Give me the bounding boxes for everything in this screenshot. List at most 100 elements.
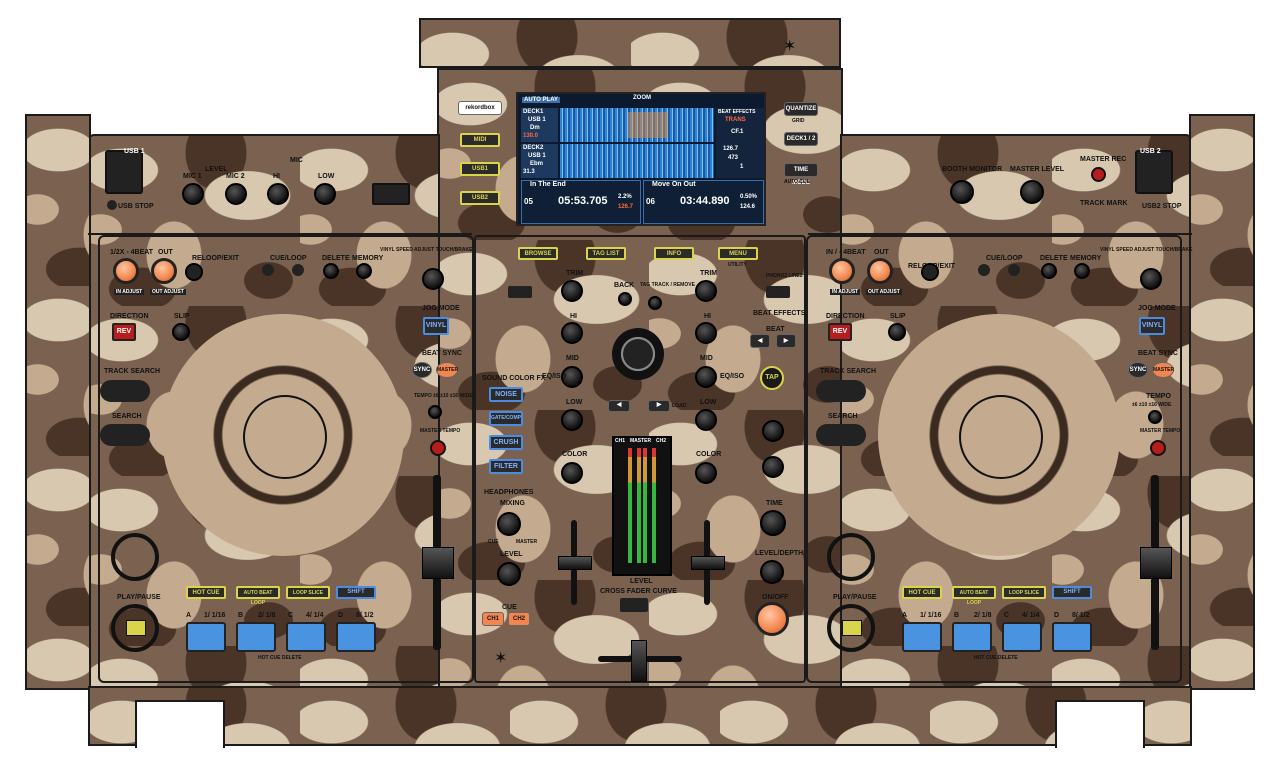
right-cue-button[interactable] [827, 533, 875, 581]
right-call-next-button[interactable] [1008, 264, 1020, 276]
left-vinyl-button[interactable]: VINYL [423, 317, 449, 335]
fx-on-off-button[interactable] [755, 602, 789, 636]
left-shift-button[interactable]: SHIFT [336, 586, 376, 599]
left-slip-button[interactable] [172, 323, 190, 341]
crossfader[interactable] [631, 640, 647, 682]
left-pad-d[interactable] [336, 622, 376, 652]
headphone-mixing-knob[interactable] [497, 512, 521, 536]
back-arrow-button[interactable]: ◀ [608, 400, 630, 412]
left-vinyl-speed-knob[interactable] [422, 268, 444, 290]
right-in-button[interactable] [829, 258, 855, 284]
right-pad-b[interactable] [952, 622, 992, 652]
left-call-prev-button[interactable] [262, 264, 274, 276]
left-tempo-range-button[interactable] [428, 405, 442, 419]
color-right-knob[interactable] [695, 462, 717, 484]
cross-fader-curve-switch[interactable] [620, 598, 648, 612]
left-sync-button[interactable]: SYNC [412, 362, 432, 378]
trim-right-knob[interactable] [695, 280, 717, 302]
crush-button[interactable]: CRUSH [489, 435, 523, 450]
right-out-button[interactable] [867, 258, 893, 284]
left-cue-button[interactable] [111, 533, 159, 581]
right-search-buttons[interactable] [816, 424, 866, 446]
right-master-tempo-button[interactable] [1150, 440, 1166, 456]
right-tempo-range-button[interactable] [1148, 410, 1162, 424]
left-master-button[interactable]: MASTER [436, 362, 458, 378]
left-loop-slice-button[interactable]: LOOP SLICE [286, 586, 330, 599]
headphone-level-knob[interactable] [497, 562, 521, 586]
filter-button[interactable]: FILTER [489, 459, 523, 474]
tag-track-button[interactable] [648, 296, 662, 310]
left-pad-b[interactable] [236, 622, 276, 652]
tag-list-button[interactable]: TAG LIST [586, 247, 626, 260]
left-out-button[interactable] [151, 258, 177, 284]
usb2-button[interactable]: USB2 [460, 191, 500, 205]
left-rev-button[interactable]: REV [112, 323, 136, 341]
cue-ch1-button[interactable]: CH1 [482, 612, 504, 626]
left-master-tempo-button[interactable] [430, 440, 446, 456]
right-tempo-fader[interactable] [1140, 547, 1172, 579]
right-delete-button[interactable] [1041, 263, 1057, 279]
fx-channel-knob[interactable] [762, 456, 784, 478]
master-level-knob[interactable] [1020, 180, 1044, 204]
trim-left-knob[interactable] [561, 280, 583, 302]
browse-button[interactable]: BROWSE [518, 247, 558, 260]
left-play-button[interactable] [111, 604, 159, 652]
tap-button[interactable]: TAP [760, 366, 784, 390]
right-sync-button[interactable]: SYNC [1128, 362, 1148, 378]
ch2-fader[interactable] [691, 556, 725, 570]
right-hot-cue-button[interactable]: HOT CUE [902, 586, 942, 599]
rekordbox-button[interactable]: rekordbox [458, 101, 502, 115]
right-call-prev-button[interactable] [978, 264, 990, 276]
left-pad-c[interactable] [286, 622, 326, 652]
mic2-knob[interactable] [225, 183, 247, 205]
beat-right-button[interactable]: ▶ [776, 334, 796, 348]
mic-low-knob[interactable] [314, 183, 336, 205]
right-memory-button[interactable] [1074, 263, 1090, 279]
fx-select-knob[interactable] [762, 420, 784, 442]
left-auto-beat-loop-button[interactable]: AUTO BEAT LOOP [236, 586, 280, 606]
phono-line-switch-right[interactable] [766, 286, 790, 298]
left-tempo-fader[interactable] [422, 547, 454, 579]
level-depth-knob[interactable] [760, 560, 784, 584]
usb1-port[interactable] [105, 150, 143, 194]
mic1-knob[interactable] [182, 183, 204, 205]
right-pad-c[interactable] [1002, 622, 1042, 652]
left-track-search-buttons[interactable] [100, 380, 150, 402]
booth-monitor-knob[interactable] [950, 180, 974, 204]
deck12-button[interactable]: DECK1 / 2 [784, 132, 818, 146]
usb1-button[interactable]: USB1 [460, 162, 500, 176]
ch1-fader[interactable] [558, 556, 592, 570]
low-left-knob[interactable] [561, 409, 583, 431]
right-loop-slice-button[interactable]: LOOP SLICE [1002, 586, 1046, 599]
left-reloop-button[interactable] [185, 263, 203, 281]
midi-button[interactable]: MIDI [460, 133, 500, 147]
left-delete-button[interactable] [323, 263, 339, 279]
time-mode-button[interactable]: TIME MODE [784, 163, 818, 186]
right-vinyl-button[interactable]: VINYL [1139, 317, 1165, 335]
left-memory-button[interactable] [356, 263, 372, 279]
hi-left-knob[interactable] [561, 322, 583, 344]
right-master-button[interactable]: MASTER [1152, 362, 1174, 378]
left-call-next-button[interactable] [292, 264, 304, 276]
mid-left-knob[interactable] [561, 366, 583, 388]
right-shift-button[interactable]: SHIFT [1052, 586, 1092, 599]
right-reloop-button[interactable] [921, 263, 939, 281]
left-in-button[interactable] [113, 258, 139, 284]
right-rev-button[interactable]: REV [828, 323, 852, 341]
left-hot-cue-button[interactable]: HOT CUE [186, 586, 226, 599]
time-knob[interactable] [760, 510, 786, 536]
info-button[interactable]: INFO [654, 247, 694, 260]
right-vinyl-speed-knob[interactable] [1140, 268, 1162, 290]
master-rec-button[interactable] [1091, 167, 1106, 182]
gate-comp-button[interactable]: GATE/COMP [489, 411, 523, 426]
low-right-knob[interactable] [695, 409, 717, 431]
menu-button[interactable]: MENU [718, 247, 758, 260]
right-pad-d[interactable] [1052, 622, 1092, 652]
load-button[interactable]: ▶ [648, 400, 670, 412]
right-track-search-buttons[interactable] [816, 380, 866, 402]
left-pad-a[interactable] [186, 622, 226, 652]
right-pad-a[interactable] [902, 622, 942, 652]
usb-stop-button[interactable] [107, 200, 117, 210]
back-button[interactable] [618, 292, 632, 306]
right-auto-beat-loop-button[interactable]: AUTO BEAT LOOP [952, 586, 996, 606]
